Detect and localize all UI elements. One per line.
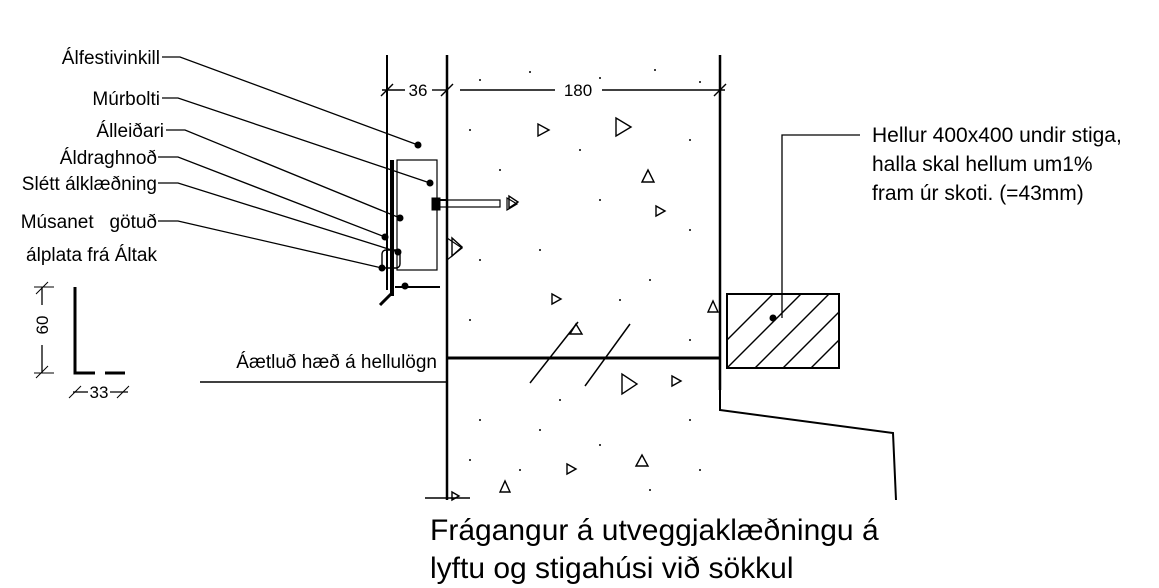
label-murbolti: Múrbolti [92,89,160,110]
label-aldraghnod: Áldraghnoð [60,148,157,169]
label-hellur-line2: halla skal hellum um1% [872,153,1093,176]
cladding-assembly [378,159,519,307]
angle-profile-detail [34,281,130,399]
concrete-aggregate [451,116,720,502]
leader-dots [378,141,777,322]
label-alfestivinkill: Álfestivinkill [62,48,160,69]
caption-line-1: Frágangur á utveggjaklæðningu á [430,514,879,547]
concrete-dots [469,69,701,491]
dim-wall-gap: 36 [409,81,428,100]
dim-profile-width: 33 [90,383,109,402]
label-alleidari: Álleiðari [96,121,164,142]
paving-slab [726,293,840,369]
break-marks [529,321,631,387]
concrete-wall [386,55,722,500]
dim-profile-height: 60 [33,316,52,335]
caption-line-2: lyftu og stigahúsi við sökkul [430,552,794,585]
label-hellur-line1: Hellur 400x400 undir stiga, [872,124,1122,147]
footing-outline [719,390,897,501]
label-aaetlud-haed: Áætluð hæð á hellulögn [236,352,437,373]
label-musanet: Músanet götuð [21,212,157,233]
dimension-top [380,83,727,97]
leader-lines [158,56,860,318]
label-alplata: álplata frá Áltak [26,245,157,266]
drawing-caption: Frágangur á utveggjaklæðningu á lyftu og… [430,512,879,588]
label-slett-alklaedning: Slétt álklæðning [22,174,157,195]
label-hellur-line3: fram úr skoti. (=43mm) [872,182,1084,205]
paving-level-line [200,356,720,499]
dim-wall-thickness: 180 [564,81,592,100]
